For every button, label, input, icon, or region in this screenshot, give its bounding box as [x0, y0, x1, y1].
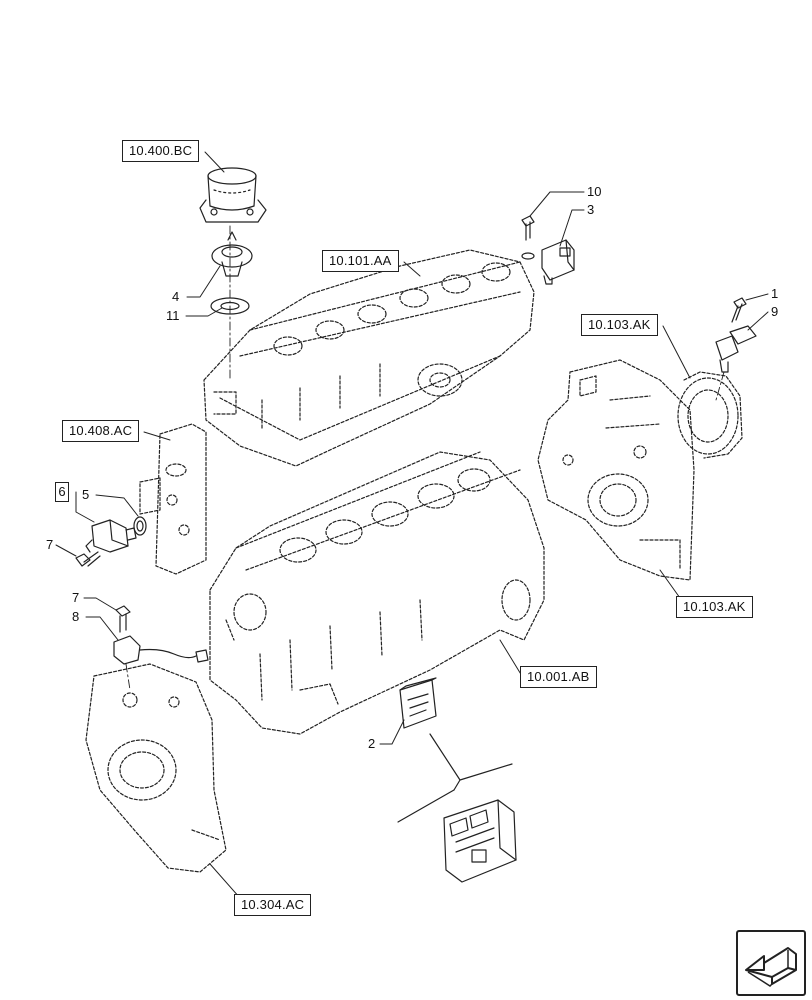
callout-10[interactable]: 10	[587, 184, 602, 199]
callout-8[interactable]: 8	[72, 609, 80, 624]
ref-10-304-ac[interactable]: 10.304.AC	[234, 894, 312, 916]
crank-sensor-part	[113, 635, 209, 665]
ref-10-400-bc[interactable]: 10.400.BC	[122, 140, 200, 162]
ref-10-408-ac[interactable]: 10.408.AC	[62, 420, 140, 442]
callout-11[interactable]: 11	[166, 308, 180, 323]
front-cover-part	[537, 359, 695, 581]
callout-3[interactable]: 3	[587, 202, 595, 217]
return-arrow-icon	[745, 947, 797, 987]
callout-4[interactable]: 4	[172, 289, 180, 304]
tone-wheel-part	[677, 371, 743, 459]
callout-6[interactable]: 6	[55, 482, 69, 502]
callout-7-lower[interactable]: 7	[72, 590, 80, 605]
callout-2[interactable]: 2	[368, 736, 376, 751]
thermostat-housing-part	[199, 167, 267, 223]
callout-1[interactable]: 1	[771, 286, 779, 301]
bolt-part	[75, 551, 101, 567]
bolt-part	[521, 215, 535, 260]
ref-10-103-ak-top[interactable]: 10.103.AK	[581, 314, 658, 336]
callout-9[interactable]: 9	[771, 304, 779, 319]
leader-lines	[55, 151, 769, 899]
callout-5[interactable]: 5	[82, 487, 90, 502]
ref-10-103-ak-bottom[interactable]: 10.103.AK	[676, 596, 753, 618]
bolt-part	[115, 605, 131, 633]
thermostat-part	[211, 231, 253, 277]
engine-block-part	[209, 451, 545, 735]
adapter-plate-part	[139, 423, 207, 575]
temperature-sensor-part	[85, 519, 137, 553]
flywheel-housing-part	[85, 663, 227, 873]
bolt-part	[731, 297, 747, 323]
return-button[interactable]	[736, 930, 806, 996]
pressure-sensor-part	[541, 239, 575, 285]
cylinder-head-part	[203, 249, 535, 467]
o-ring-part	[133, 516, 147, 536]
ecu-detail-part	[397, 733, 517, 883]
speed-sensor-part	[715, 325, 757, 373]
ref-10-001-ab[interactable]: 10.001.AB	[520, 666, 597, 688]
callout-7-upper[interactable]: 7	[46, 537, 54, 552]
ecu-part	[399, 677, 437, 729]
ref-10-101-aa[interactable]: 10.101.AA	[322, 250, 399, 272]
